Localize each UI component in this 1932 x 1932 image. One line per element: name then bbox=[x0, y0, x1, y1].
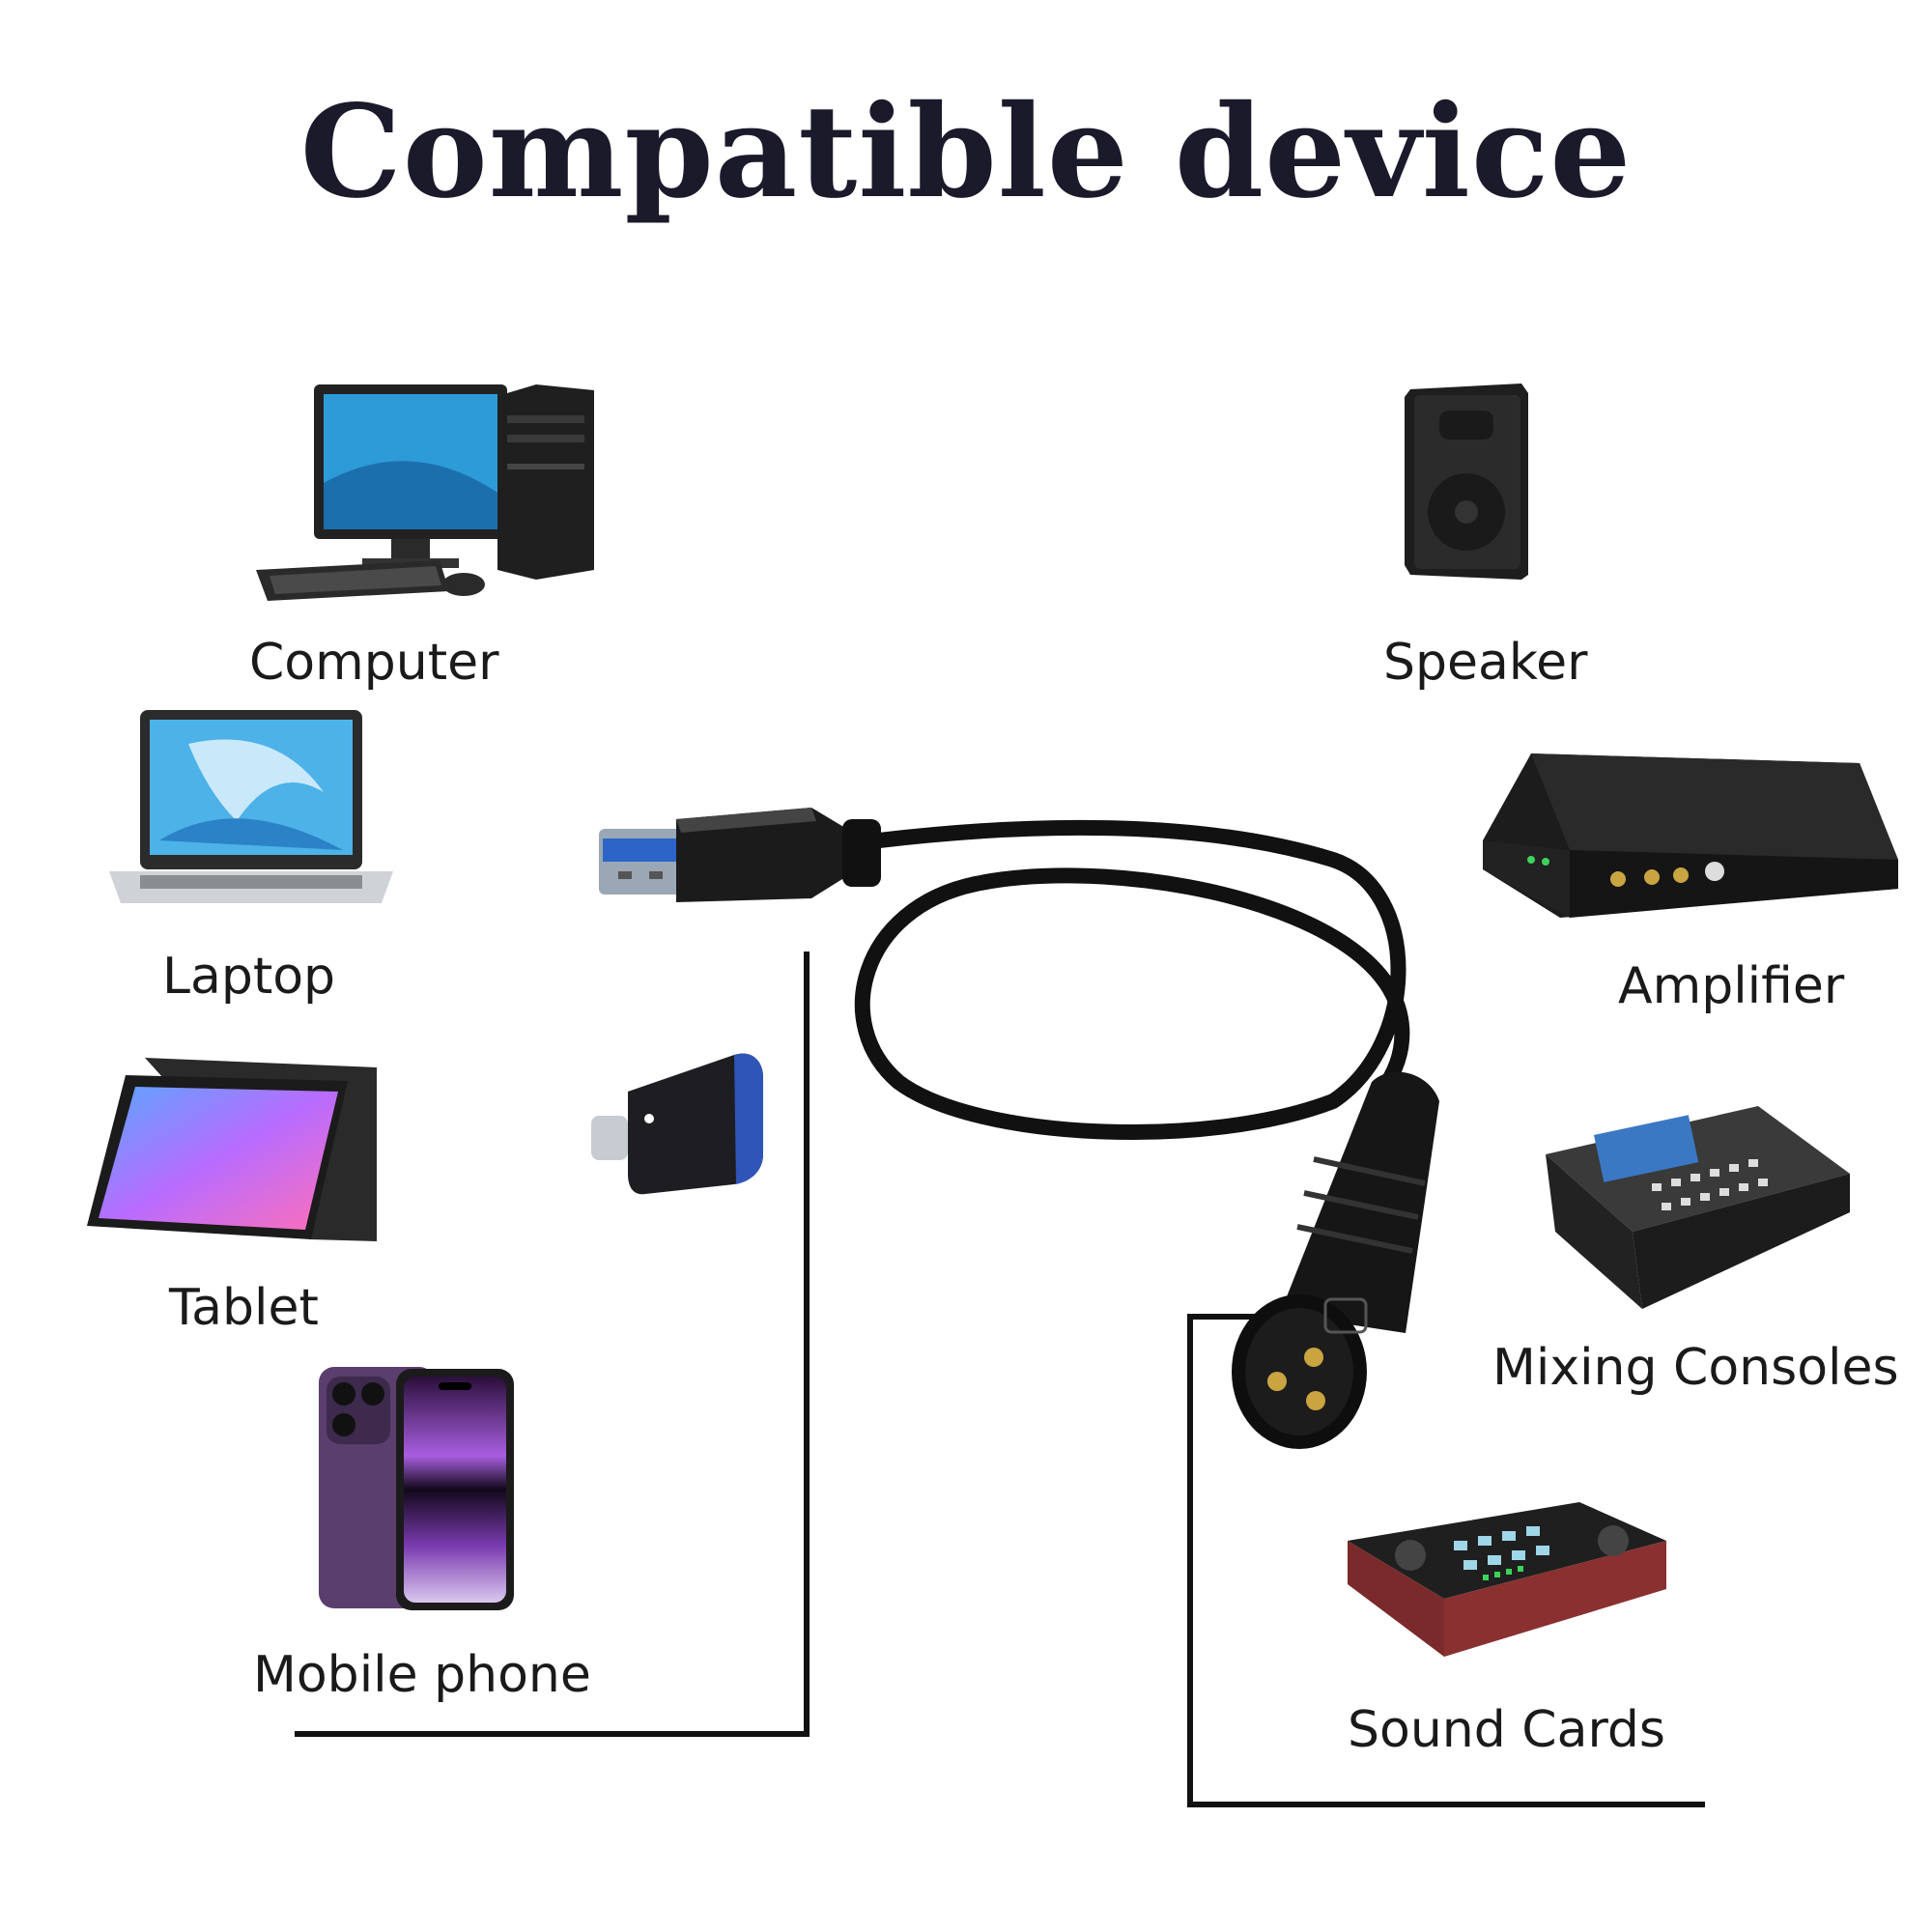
label-amplifier: Amplifier bbox=[1618, 957, 1845, 1015]
laptop-icon bbox=[109, 710, 393, 903]
tablet-icon bbox=[87, 1058, 377, 1241]
amplifier-icon bbox=[1483, 753, 1898, 918]
label-sound-cards: Sound Cards bbox=[1348, 1701, 1666, 1759]
label-tablet: Tablet bbox=[169, 1279, 319, 1337]
label-mixing-consoles: Mixing Consoles bbox=[1492, 1339, 1899, 1397]
xlr-icon bbox=[1232, 1071, 1439, 1449]
sound-card-icon bbox=[1348, 1502, 1666, 1657]
label-laptop: Laptop bbox=[162, 948, 336, 1006]
usb-c-adapter-icon bbox=[591, 1053, 763, 1195]
label-speaker: Speaker bbox=[1383, 634, 1588, 692]
page-title: Compatible device bbox=[299, 77, 1633, 227]
mixing-console-icon bbox=[1546, 1106, 1850, 1309]
label-mobile-phone: Mobile phone bbox=[253, 1646, 591, 1704]
computer-icon bbox=[256, 384, 594, 601]
left-bracket-line bbox=[295, 952, 810, 1737]
label-computer: Computer bbox=[249, 634, 499, 692]
mobile-phone-icon bbox=[319, 1367, 514, 1610]
speaker-icon bbox=[1405, 384, 1528, 580]
usb-a-icon bbox=[599, 808, 881, 902]
